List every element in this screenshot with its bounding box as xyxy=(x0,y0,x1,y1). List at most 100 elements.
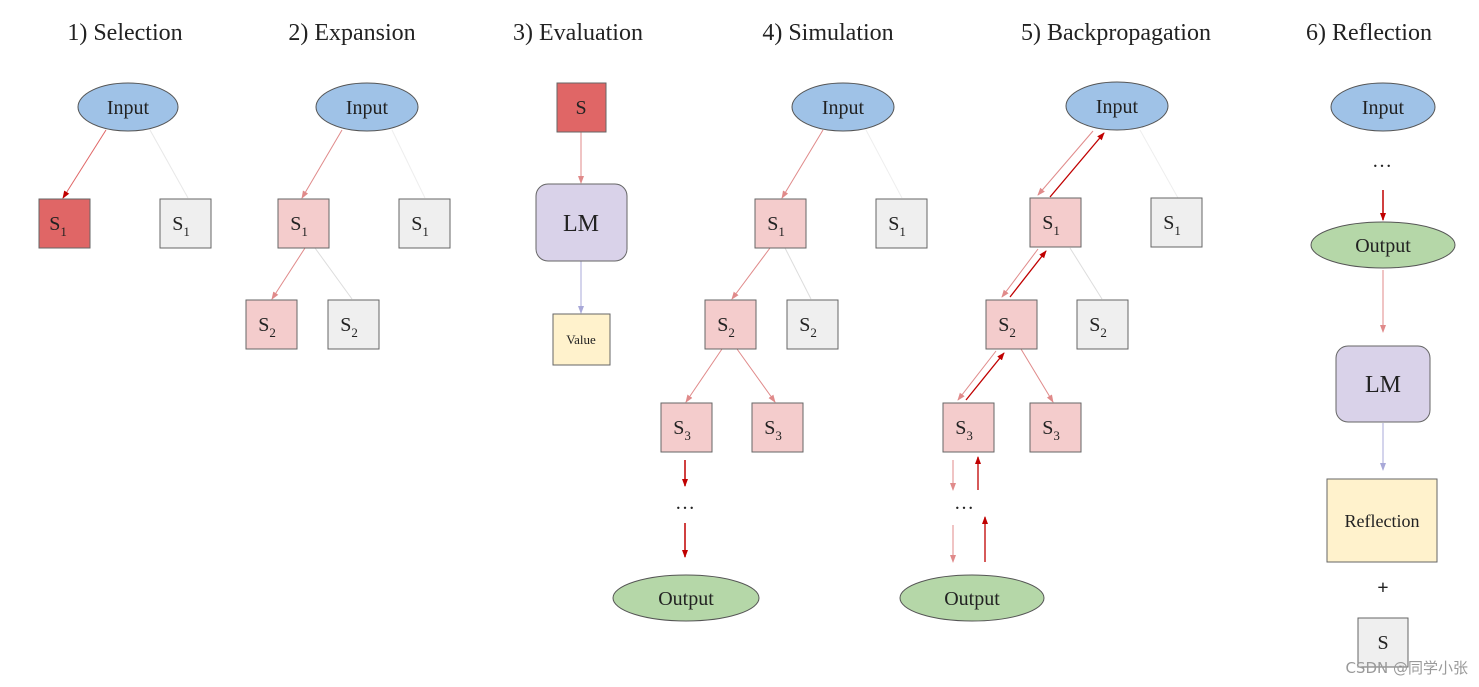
state-label: S xyxy=(258,314,269,336)
state-label: S xyxy=(767,213,778,235)
state-label: S xyxy=(673,417,684,439)
edge xyxy=(731,247,771,300)
lm-label: LM xyxy=(1365,372,1401,398)
svg-text:S2: S2 xyxy=(998,314,1016,340)
svg-text:S3: S3 xyxy=(1042,417,1060,443)
panel-reflection: … Input Output LM Reflection + S xyxy=(1310,82,1456,668)
edge xyxy=(736,348,776,403)
node-output: Output xyxy=(612,574,760,622)
state-label: S xyxy=(888,213,899,235)
edge-forward xyxy=(1037,130,1094,196)
node-output: Output xyxy=(899,574,1045,622)
edge xyxy=(1139,129,1179,199)
svg-text:S2: S2 xyxy=(258,314,276,340)
node-s3-left: S3 xyxy=(942,402,995,453)
state-label: S xyxy=(1377,632,1388,654)
node-state: S xyxy=(1357,617,1409,668)
state-label: S xyxy=(172,213,183,235)
state-subscript: 2 xyxy=(351,325,358,340)
edge xyxy=(1069,247,1103,300)
edge xyxy=(391,129,426,199)
node-reflection: Reflection xyxy=(1326,478,1438,563)
panel-selection: Input S1 S1 xyxy=(38,82,212,249)
edge-unselected xyxy=(149,129,189,199)
node-input: Input xyxy=(77,82,179,132)
watermark: CSDN @同学小张 xyxy=(1345,659,1468,677)
state-subscript: 1 xyxy=(422,224,429,239)
edge-forward xyxy=(1001,248,1039,298)
node-s3-left: S3 xyxy=(660,402,713,453)
state-label: S xyxy=(764,417,775,439)
node-s3-right: S3 xyxy=(751,402,804,453)
state-label: S xyxy=(717,314,728,336)
state-subscript: 3 xyxy=(775,428,782,443)
node-s1-unvisited: S1 xyxy=(398,198,451,249)
node-input: Input xyxy=(315,82,419,132)
input-label: Input xyxy=(107,97,150,119)
state-subscript: 3 xyxy=(1053,428,1060,443)
panel-expansion: Input S1 S1 S2 S2 xyxy=(245,82,451,350)
node-s2-expanded: S2 xyxy=(985,299,1038,350)
svg-text:S3: S3 xyxy=(673,417,691,443)
edge xyxy=(784,247,812,300)
node-s2-unvisited: S2 xyxy=(786,299,839,350)
svg-text:S2: S2 xyxy=(717,314,735,340)
node-s3-right: S3 xyxy=(1029,402,1082,453)
input-label: Input xyxy=(1362,97,1405,119)
node-s1-expanded: S1 xyxy=(1029,197,1082,248)
svg-text:S2: S2 xyxy=(799,314,817,340)
panel-title-simulation: 4) Simulation xyxy=(762,20,893,46)
lm-label: LM xyxy=(563,211,599,237)
edge xyxy=(314,247,353,300)
state-label: S xyxy=(998,314,1009,336)
panel-title-reflection: 6) Reflection xyxy=(1306,20,1432,46)
node-output: Output xyxy=(1310,221,1456,269)
node-lm: LM xyxy=(1335,345,1431,423)
svg-text:S1: S1 xyxy=(411,213,429,239)
state-subscript: 1 xyxy=(301,224,308,239)
svg-text:S3: S3 xyxy=(764,417,782,443)
svg-text:S1: S1 xyxy=(1042,212,1060,238)
panel-title-evaluation: 3) Evaluation xyxy=(513,20,643,46)
svg-text:S2: S2 xyxy=(340,314,358,340)
state-label: S xyxy=(1089,314,1100,336)
ellipsis: … xyxy=(954,492,974,514)
edge-forward xyxy=(1020,348,1054,403)
node-state: S xyxy=(556,82,607,133)
svg-text:S1: S1 xyxy=(49,213,67,239)
state-label: S xyxy=(290,213,301,235)
svg-text:S1: S1 xyxy=(290,213,308,239)
state-subscript: 2 xyxy=(269,325,276,340)
state-subscript: 1 xyxy=(778,224,785,239)
node-s1-selected: S1 xyxy=(38,198,91,249)
node-s1-expanded: S1 xyxy=(754,198,807,249)
node-s2-unvisited: S2 xyxy=(1076,299,1129,350)
state-label: S xyxy=(49,213,60,235)
plus-sign: + xyxy=(1377,577,1388,599)
node-input: Input xyxy=(1330,82,1436,132)
edge xyxy=(685,348,723,403)
panel-title-selection: 1) Selection xyxy=(67,20,182,46)
state-label: S xyxy=(1163,212,1174,234)
svg-text:S1: S1 xyxy=(1163,212,1181,238)
node-lm: LM xyxy=(535,183,628,262)
panel-title-expansion: 2) Expansion xyxy=(288,20,415,46)
state-subscript: 1 xyxy=(183,224,190,239)
state-subscript: 1 xyxy=(899,224,906,239)
svg-text:S2: S2 xyxy=(1089,314,1107,340)
state-label: S xyxy=(799,314,810,336)
state-subscript: 2 xyxy=(728,325,735,340)
node-s1-expanded: S1 xyxy=(277,198,330,249)
reflection-label: Reflection xyxy=(1345,511,1420,531)
state-label: S xyxy=(955,417,966,439)
svg-text:S1: S1 xyxy=(888,213,906,239)
edge-backward xyxy=(965,352,1005,401)
edge-selected xyxy=(62,129,107,199)
svg-text:S3: S3 xyxy=(955,417,973,443)
state-subscript: 1 xyxy=(1053,223,1060,238)
node-s1-unvisited: S1 xyxy=(875,198,928,249)
state-subscript: 3 xyxy=(684,428,691,443)
edge xyxy=(271,247,306,300)
edge xyxy=(301,129,343,199)
state-label: S xyxy=(1042,417,1053,439)
